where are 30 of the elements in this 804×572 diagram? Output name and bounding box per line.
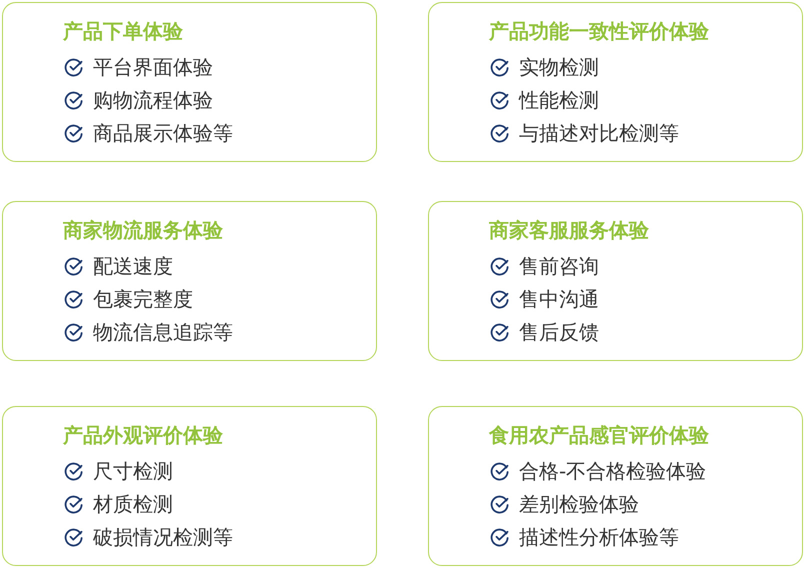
list-item: 差别检验体验	[519, 492, 639, 516]
category-card	[428, 201, 803, 361]
list-item: 平台界面体验	[93, 55, 213, 79]
category-card	[2, 201, 377, 361]
category-card	[2, 406, 377, 566]
card-heading: 商家客服服务体验	[489, 218, 649, 242]
list-item: 售中沟通	[519, 287, 599, 311]
list-item: 合格-不合格检验体验	[519, 459, 706, 483]
list-item: 包裹完整度	[93, 287, 193, 311]
list-item: 实物检测	[519, 55, 599, 79]
list-item: 与描述对比检测等	[519, 121, 679, 145]
list-item: 购物流程体验	[93, 88, 213, 112]
list-item: 描述性分析体验等	[519, 525, 679, 549]
list-item: 售后反馈	[519, 320, 599, 344]
list-item: 材质检测	[93, 492, 173, 516]
list-item: 破损情况检测等	[93, 525, 233, 549]
list-item: 性能检测	[519, 88, 599, 112]
category-card	[428, 2, 803, 162]
list-item: 尺寸检测	[93, 459, 173, 483]
card-heading: 产品下单体验	[63, 19, 183, 43]
card-heading: 产品功能一致性评价体验	[489, 19, 709, 43]
card-heading: 食用农产品感官评价体验	[489, 423, 709, 447]
list-item: 售前咨询	[519, 254, 599, 278]
card-heading: 产品外观评价体验	[63, 423, 223, 447]
card-heading: 商家物流服务体验	[63, 218, 223, 242]
list-item: 商品展示体验等	[93, 121, 233, 145]
category-card	[2, 2, 377, 162]
list-item: 物流信息追踪等	[93, 320, 233, 344]
category-card	[428, 406, 803, 566]
list-item: 配送速度	[93, 254, 173, 278]
